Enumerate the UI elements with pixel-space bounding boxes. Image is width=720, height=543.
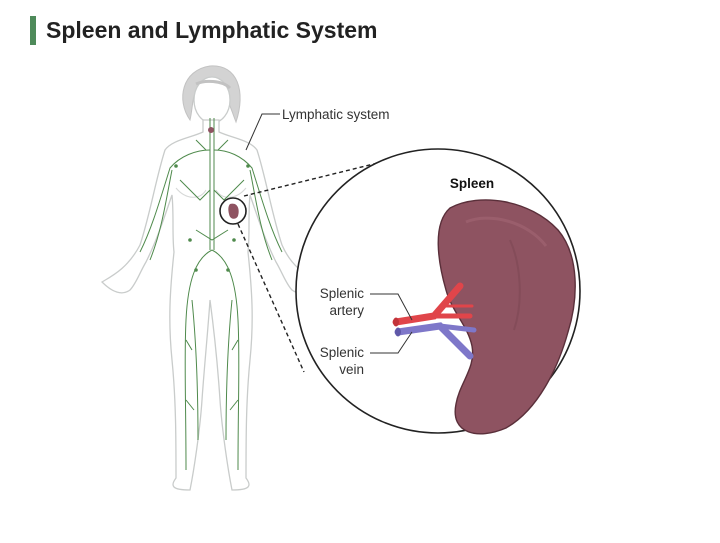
splenic-vein-label-line2: vein [339,362,364,377]
zoom-circle: Spleen Splenic artery Splenic vein [295,148,581,435]
spleen-label: Spleen [450,176,494,191]
zoom-lines [237,157,399,373]
splenic-vessels [392,282,477,360]
lymphatic-network [139,118,283,471]
spleen-location-marker [219,197,247,225]
page-title: Spleen and Lymphatic System [46,17,378,43]
splenic-artery-label-line1: Splenic [320,286,365,301]
lymphatic-system-callout: Lymphatic system [245,107,390,151]
title-accent-bar [30,16,36,45]
lymphatic-system-label: Lymphatic system [282,107,390,122]
splenic-artery-label-line2: artery [329,303,364,318]
splenic-vein-label-line1: Splenic [320,345,365,360]
